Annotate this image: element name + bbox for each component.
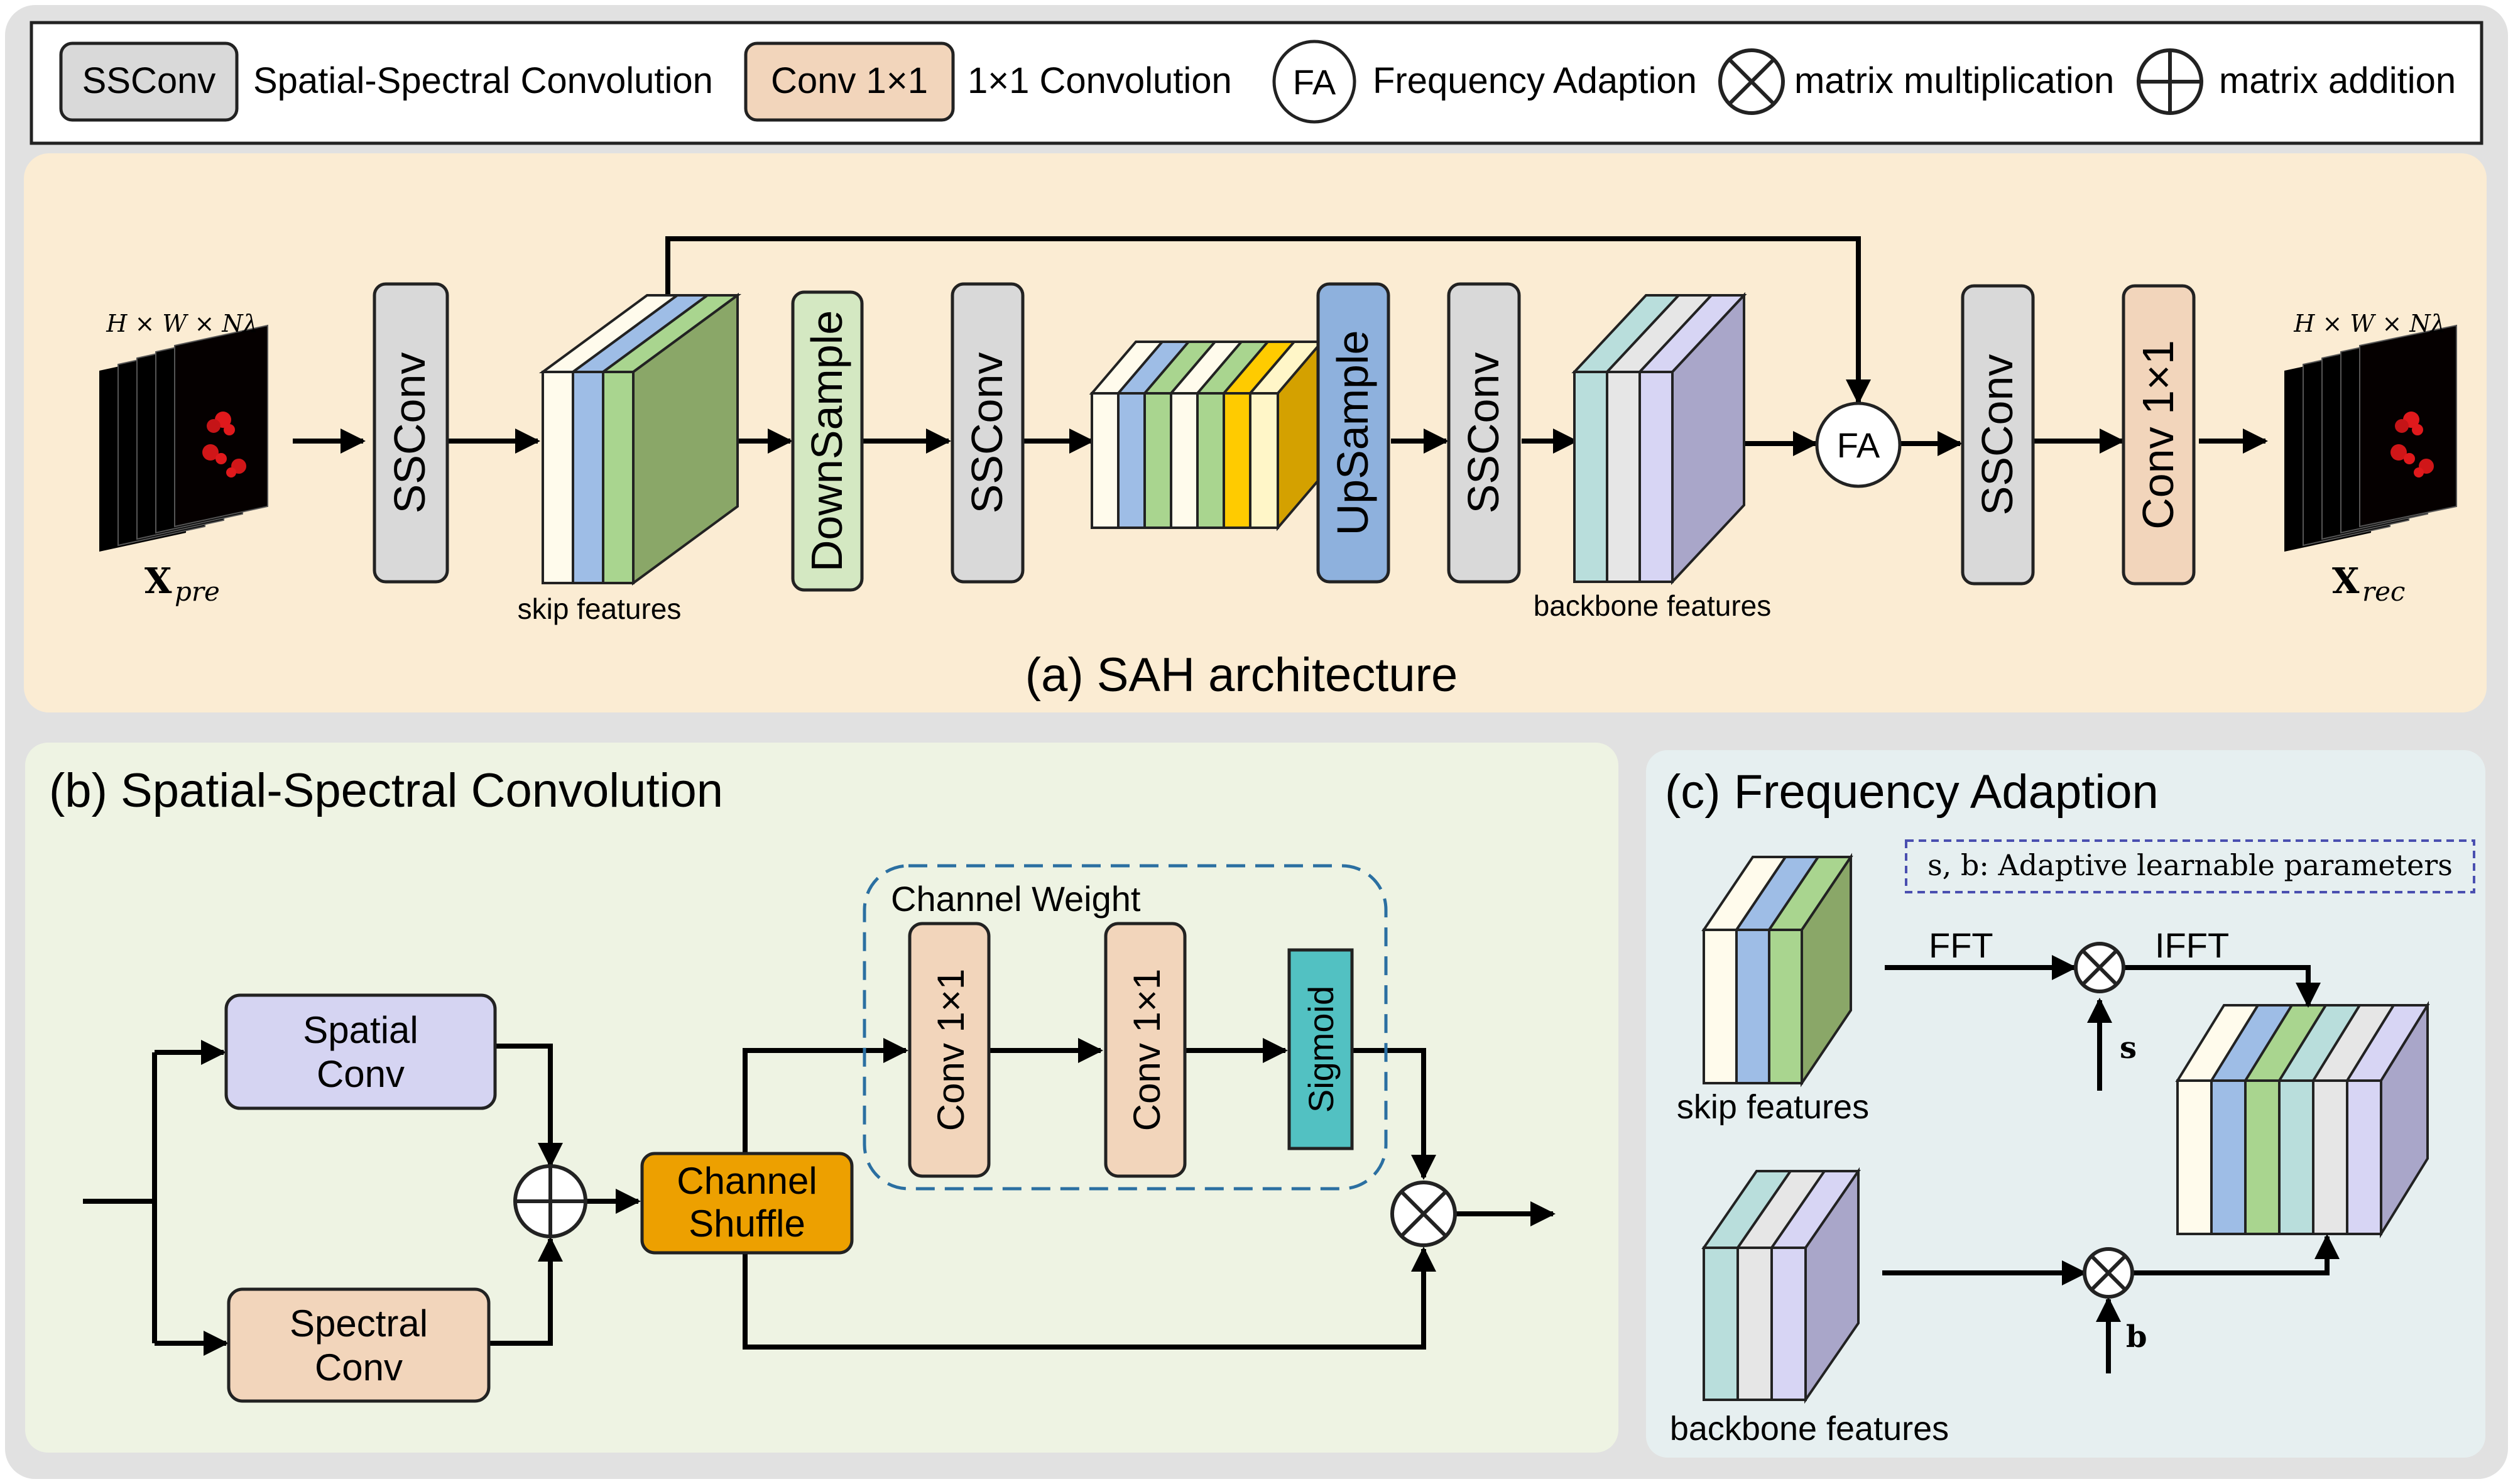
legend-ssconv-label: SSConv xyxy=(82,60,216,101)
x-pre-symbol: X xyxy=(144,560,172,602)
skip-features-stack-c xyxy=(1701,853,1853,1088)
ssconv-1-label: SSConv xyxy=(385,352,434,514)
ssconv-block-2 xyxy=(951,282,1025,584)
conv1x1-block xyxy=(2122,284,2196,586)
channel-weight-region xyxy=(863,864,1388,1191)
flow-lines-c xyxy=(1882,955,2340,1373)
ssconv-block-4 xyxy=(1961,284,2035,586)
legend-fa-circle xyxy=(1272,40,1356,124)
channel-weight-label: Channel Weight xyxy=(891,879,1141,919)
panel-b-caption: (b) Spatial-Spectral Convolution xyxy=(49,764,723,817)
panel-a-caption: (a) SAH architecture xyxy=(1025,648,1458,702)
spectral-conv-line1: Spectral xyxy=(290,1302,428,1345)
panel-a: H × W × Nλ X pre SSConv xyxy=(24,153,2487,712)
sigmoid-block xyxy=(1287,948,1354,1150)
conv1x1-b-block xyxy=(1104,922,1187,1178)
output-image-stack xyxy=(2284,324,2457,552)
legend-fa-label: FA xyxy=(1293,62,1336,102)
flower-icon xyxy=(2390,412,2434,477)
channel-shuffle-block xyxy=(640,1152,854,1255)
backbone-features-stack-c xyxy=(1701,1167,1861,1404)
legend-conv-text: 1×1 Convolution xyxy=(968,60,1232,101)
conv1x1-a-label: Conv 1×1 xyxy=(930,969,972,1132)
skip-features-stack xyxy=(538,293,742,586)
ssconv-block-1 xyxy=(373,282,449,584)
add-icon xyxy=(2137,48,2203,115)
legend: SSConv Spatial-Spectral Convolution Conv… xyxy=(30,21,2483,145)
param-note-box xyxy=(1905,839,2475,893)
output-dims: H × W × Nλ xyxy=(2293,310,2446,337)
spectral-conv-line2: Conv xyxy=(315,1346,403,1389)
backbone-features-label-c: backbone features xyxy=(1670,1410,1949,1448)
legend-fa-text: Frequency Adaption xyxy=(1373,60,1697,101)
ssconv-4-label: SSConv xyxy=(1973,354,2022,516)
legend-mult-text: matrix multiplication xyxy=(1794,60,2114,101)
add-icon xyxy=(513,1164,587,1238)
ssconv-2-label: SSConv xyxy=(962,352,1011,514)
channel-shuffle-line1: Channel xyxy=(677,1160,817,1202)
param-note: s, b: Adaptive learnable parameters xyxy=(1927,848,2453,882)
panel-c: (c) Frequency Adaption s, b: Adaptive le… xyxy=(1646,750,2485,1458)
backbone-features-label: backbone features xyxy=(1534,589,1772,622)
ssconv-block-3 xyxy=(1447,282,1521,584)
multiply-icon xyxy=(1390,1181,1457,1247)
x-rec-subscript: rec xyxy=(2362,576,2405,607)
conv1x1-a-block xyxy=(908,922,991,1178)
b-param: b xyxy=(2126,1319,2147,1355)
legend-conv-label: Conv 1×1 xyxy=(771,60,928,101)
channel-shuffle-line2: Shuffle xyxy=(689,1203,805,1245)
skip-features-label: skip features xyxy=(518,592,682,625)
fft-label: FFT xyxy=(1929,925,1993,965)
x-rec-symbol: X xyxy=(2332,560,2360,602)
multiply-icon xyxy=(2074,942,2125,993)
flower-icon xyxy=(202,412,246,477)
fa-node xyxy=(1815,401,1902,488)
sigmoid-label: Sigmoid xyxy=(1301,986,1341,1113)
backbone-features-stack xyxy=(1571,292,1747,586)
s-param: s xyxy=(2120,1030,2137,1066)
panel-b: (b) Spatial-Spectral Convolution Spatial… xyxy=(25,743,1618,1453)
fa-node-label: FA xyxy=(1837,425,1880,465)
spatial-conv-line1: Spatial xyxy=(303,1009,418,1051)
legend-conv-box xyxy=(744,41,955,122)
conv1x1-b-label: Conv 1×1 xyxy=(1126,969,1168,1132)
legend-add-text: matrix addition xyxy=(2219,60,2456,101)
x-pre-subscript: pre xyxy=(175,576,220,607)
input-image-stack xyxy=(99,324,268,552)
ifft-label: IFFT xyxy=(2155,925,2229,965)
combined-features-stack xyxy=(2175,1000,2430,1239)
flow-lines-b xyxy=(83,1038,1556,1356)
downsample-block xyxy=(791,290,864,592)
mid-features-stack xyxy=(1089,338,1325,532)
upsample-label: UpSample xyxy=(1328,330,1377,536)
multiply-icon xyxy=(2083,1247,2134,1299)
legend-ssconv-text: Spatial-Spectral Convolution xyxy=(253,60,713,101)
legend-ssconv-box xyxy=(59,41,239,122)
conv1x1-label: Conv 1×1 xyxy=(2134,340,2183,530)
upsample-block xyxy=(1316,282,1390,584)
skip-features-label-c: skip features xyxy=(1677,1088,1869,1126)
ssconv-3-label: SSConv xyxy=(1459,352,1508,514)
panel-c-caption: (c) Frequency Adaption xyxy=(1665,765,2159,819)
spatial-conv-line2: Conv xyxy=(317,1053,405,1095)
spatial-conv-block xyxy=(224,993,497,1110)
input-dims: H × W × Nλ xyxy=(106,310,258,337)
spectral-conv-block xyxy=(227,1287,491,1403)
downsample-label: DownSample xyxy=(802,310,851,572)
multiply-icon xyxy=(1718,48,1785,115)
